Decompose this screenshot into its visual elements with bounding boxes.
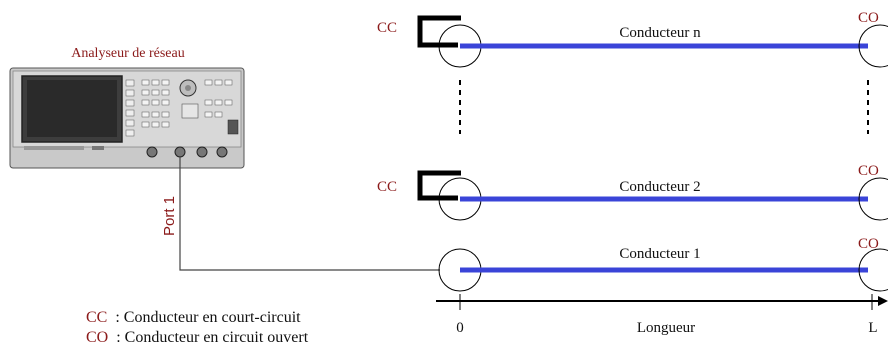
axis-arrow-icon xyxy=(878,296,888,306)
length-axis: 0 L Longueur xyxy=(436,294,888,336)
legend-item-co: CO : Conducteur en circuit ouvert xyxy=(86,329,309,346)
co-marker: CO xyxy=(858,163,879,179)
axis-end-label: L xyxy=(868,320,877,336)
legend: CC : Conducteur en court-circuit CO : Co… xyxy=(86,309,309,346)
conductor-2: Conducteur 2 CC CO xyxy=(377,163,888,221)
short-circuit-symbol xyxy=(417,170,461,201)
legend-abbr: CC xyxy=(86,309,107,326)
analyzer-keypad xyxy=(141,79,233,128)
connector-circle-end xyxy=(858,248,888,292)
conductor-1: Conducteur 1 CO xyxy=(438,236,888,292)
conductor-n: Conducteur n CC CO xyxy=(377,10,888,68)
legend-item-cc: CC : Conducteur en court-circuit xyxy=(86,309,301,326)
legend-abbr: CO xyxy=(86,329,108,346)
cc-marker: CC xyxy=(377,20,397,36)
connector-circle-end xyxy=(858,24,888,68)
short-circuit-symbol xyxy=(417,15,461,48)
legend-text: : Conducteur en circuit ouvert xyxy=(116,329,308,346)
legend-text: : Conducteur en court-circuit xyxy=(115,309,301,326)
analyzer-softkeys xyxy=(125,79,135,137)
port-1-label: Port 1 xyxy=(161,196,178,236)
conductor-label: Conducteur 2 xyxy=(619,179,700,195)
axis-start-label: 0 xyxy=(456,320,464,336)
port1-cable xyxy=(179,157,440,271)
conductor-label: Conducteur n xyxy=(619,25,701,41)
co-marker: CO xyxy=(858,236,879,252)
co-marker: CO xyxy=(858,10,879,26)
axis-title: Longueur xyxy=(637,320,695,336)
conductor-label: Conducteur 1 xyxy=(619,246,700,262)
network-analyzer-device xyxy=(9,67,245,169)
analyzer-ports xyxy=(146,146,228,158)
analyzer-title: Analyseur de réseau xyxy=(71,46,185,61)
connector-circle-end xyxy=(858,177,888,221)
cc-marker: CC xyxy=(377,179,397,195)
